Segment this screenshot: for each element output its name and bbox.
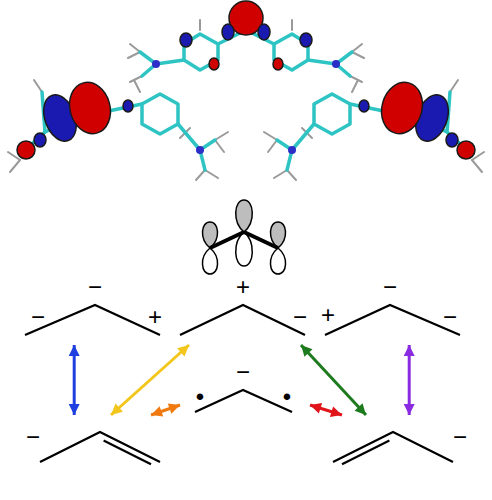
p-orbital-sketch xyxy=(202,200,285,274)
single-bond xyxy=(25,305,160,335)
resonance-arrow xyxy=(310,403,342,417)
resonance-structure: − xyxy=(15,415,175,475)
single-bond xyxy=(325,305,460,335)
arrowhead xyxy=(301,345,313,357)
single-bond xyxy=(195,390,292,412)
arrowhead xyxy=(354,403,366,415)
charge-label: − xyxy=(443,305,457,329)
resonance-structure: − • • xyxy=(180,360,310,420)
arrowhead xyxy=(177,345,189,356)
resonance-arrow xyxy=(111,345,189,415)
left-fragment xyxy=(8,78,228,180)
charge-label: + xyxy=(148,305,162,329)
arrowhead xyxy=(310,403,322,413)
top-fragment xyxy=(128,1,364,82)
arrowhead xyxy=(404,345,415,356)
arrow-shaft xyxy=(111,345,189,415)
charge-label: • xyxy=(196,385,204,409)
arrowhead xyxy=(151,406,163,416)
arrowhead xyxy=(111,404,123,415)
double-bond xyxy=(104,441,151,465)
charge-label: • xyxy=(283,385,291,409)
single-bond xyxy=(40,432,160,462)
charge-label: − xyxy=(293,305,307,329)
arrowhead xyxy=(69,404,80,415)
charge-label: − xyxy=(236,360,250,384)
resonance-arrow xyxy=(301,345,366,415)
single-bond xyxy=(333,432,453,462)
charge-label: − xyxy=(31,305,45,329)
resonance-structure: − + − xyxy=(318,275,478,345)
charge-label: − xyxy=(383,275,397,299)
resonance-structure: − xyxy=(318,415,478,475)
double-bond xyxy=(342,441,389,465)
arrow-shaft xyxy=(301,345,366,415)
resonance-structure: − − + xyxy=(15,275,175,345)
charge-label: + xyxy=(236,275,250,299)
right-fragment xyxy=(264,78,484,180)
resonance-arrow xyxy=(151,403,180,416)
resonance-arrow xyxy=(69,345,80,415)
arrowhead xyxy=(168,403,180,413)
charge-label: − xyxy=(26,425,40,449)
charge-label: + xyxy=(321,303,335,327)
charge-label: − xyxy=(453,425,467,449)
arrowhead xyxy=(404,404,415,415)
resonance-arrow xyxy=(404,345,415,415)
single-bond xyxy=(180,305,305,335)
arrowhead xyxy=(330,406,342,416)
charge-label: − xyxy=(88,275,102,299)
resonance-structure: +− xyxy=(175,275,315,345)
arrowhead xyxy=(69,345,80,356)
